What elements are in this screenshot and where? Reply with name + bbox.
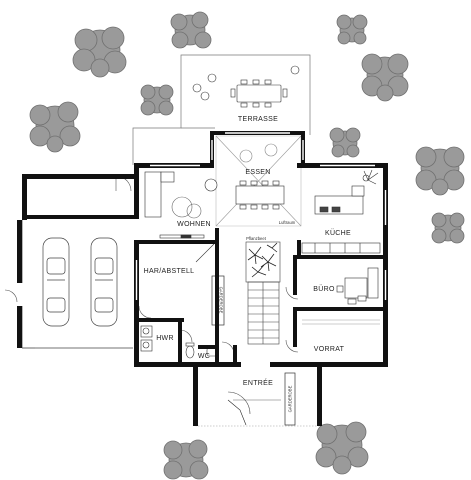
entrance-path (195, 368, 321, 427)
sanitary (140, 325, 218, 359)
tree-icon (29, 101, 81, 153)
room-label-entrance: ENTRÉE (243, 378, 273, 387)
room-label-storage: HAR/ABSTELL (144, 268, 195, 275)
tree-icon (415, 146, 465, 196)
tree-icon (361, 53, 409, 102)
kitchen-furniture (301, 174, 381, 254)
terrace-table (236, 84, 282, 103)
room-label-dining: ESSEN (245, 169, 270, 176)
terrace-area (132, 54, 311, 165)
plant-bed-label: Pflanzbeet (246, 236, 267, 241)
room-label-living: WOHNEN (177, 221, 211, 228)
stair (245, 241, 281, 345)
terrace-chair (200, 91, 210, 101)
office-furniture (336, 267, 379, 305)
door-swings (4, 175, 299, 426)
living-furniture (144, 171, 218, 239)
dining-table (235, 185, 285, 205)
dining-furniture (235, 143, 285, 210)
airspace-label: Luftraum (279, 220, 296, 225)
room-label-pantry: VORRAT (314, 346, 345, 353)
tree-icon (72, 26, 127, 78)
pantry-shelves (302, 319, 380, 325)
terrace-chair (192, 83, 202, 93)
office-desk (344, 277, 368, 299)
plant-icon (363, 169, 379, 185)
wardrobe-2 (284, 372, 296, 426)
dining-airspace (215, 135, 302, 227)
wardrobe-label-2: GARDEROBE (288, 385, 293, 412)
tree-icon (140, 84, 174, 116)
tree-icon (431, 212, 465, 244)
terrace-chair (207, 73, 217, 83)
room-label-terrace: TERRASSE (238, 116, 278, 123)
tree-icon (329, 127, 361, 158)
tree-icon (170, 11, 212, 49)
tree-icon (315, 421, 369, 475)
room-labels: TERRASSE ESSEN WOHNEN KÜCHE HAR/ABSTELL … (144, 116, 351, 387)
terrace-chair (290, 65, 300, 75)
wardrobe-label-1: GARDEROBE (219, 287, 224, 314)
sofa (144, 171, 162, 218)
plant-bed (247, 242, 278, 278)
terrace-furniture (192, 65, 300, 108)
room-label-toilet: WC (198, 353, 210, 360)
tree-icon (163, 439, 209, 480)
car-icon (90, 237, 118, 327)
toilet (185, 345, 195, 359)
tree-icon (336, 14, 368, 45)
windows (135, 132, 387, 300)
room-label-kitchen: KÜCHE (325, 229, 351, 237)
room-label-utility: HWR (156, 335, 174, 342)
car-icon (42, 237, 70, 327)
small-labels: Luftraum Pflanzbeet GARDEROBE GARDEROBE (219, 220, 296, 412)
room-label-office: BÜRO (313, 285, 335, 293)
trees (29, 11, 465, 480)
walls (17, 131, 388, 426)
cars (42, 237, 118, 327)
